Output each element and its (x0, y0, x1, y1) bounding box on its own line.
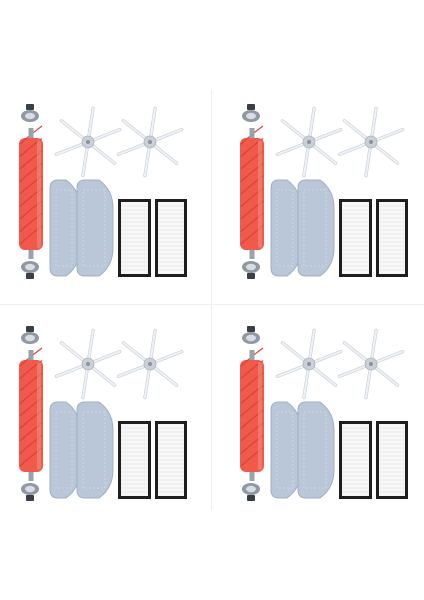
side-brush-icon (54, 106, 122, 178)
mop-pad-icon (76, 179, 114, 277)
main-roller-brush-icon (19, 347, 43, 481)
main-roller-brush-icon (240, 125, 264, 259)
roller-end-cap-top-icon (21, 104, 39, 122)
side-brush-icon (275, 106, 343, 178)
side-brush-icon (54, 328, 122, 400)
roller-end-cap-top-icon (242, 104, 260, 122)
hepa-filter-icon (339, 421, 372, 499)
main-roller-brush-icon (19, 125, 43, 259)
mop-pad-icon (297, 401, 335, 499)
hepa-filter-icon (339, 199, 372, 277)
roller-end-cap-top-icon (21, 326, 39, 344)
hepa-filter-icon (376, 199, 408, 277)
accessory-kit (240, 326, 408, 501)
side-brush-icon (275, 328, 343, 400)
grid-divider-horizontal (0, 304, 424, 305)
side-brush-icon (337, 328, 405, 400)
hepa-filter-icon (155, 199, 187, 277)
hepa-filter-icon (155, 421, 187, 499)
side-brush-icon (116, 328, 184, 400)
mop-pad-icon (76, 401, 114, 499)
mop-pad-icon (270, 401, 302, 499)
roller-end-cap-bottom-icon (21, 261, 39, 279)
roller-end-cap-bottom-icon (21, 483, 39, 501)
mop-pad-icon (297, 179, 335, 277)
mop-pad-icon (49, 401, 81, 499)
accessory-kit (19, 104, 187, 279)
accessory-kit (240, 104, 408, 279)
side-brush-icon (116, 106, 184, 178)
mop-pad-icon (270, 179, 302, 277)
roller-end-cap-top-icon (242, 326, 260, 344)
main-roller-brush-icon (240, 347, 264, 481)
hepa-filter-icon (118, 199, 151, 277)
side-brush-icon (337, 106, 405, 178)
hepa-filter-icon (376, 421, 408, 499)
accessory-kit (19, 326, 187, 501)
mop-pad-icon (49, 179, 81, 277)
roller-end-cap-bottom-icon (242, 483, 260, 501)
grid-divider-vertical (211, 90, 212, 510)
roller-end-cap-bottom-icon (242, 261, 260, 279)
hepa-filter-icon (118, 421, 151, 499)
